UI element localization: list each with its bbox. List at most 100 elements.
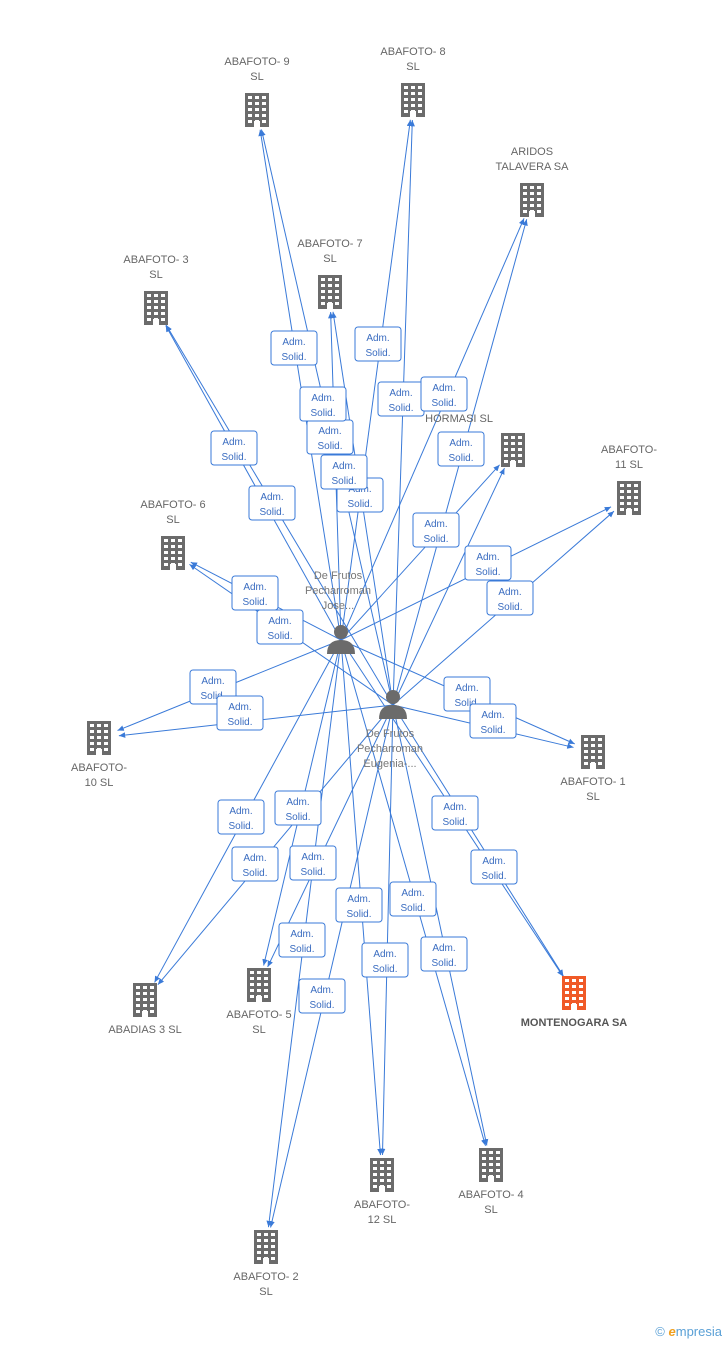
edge-eugenia-abafoto2 <box>269 704 394 1228</box>
edge-label[interactable]: Adm.Solid. <box>361 942 409 978</box>
company-label: SL <box>323 253 336 265</box>
copyright-symbol: © <box>655 1324 665 1339</box>
edge-label-box <box>217 799 265 835</box>
company-label: ABAFOTO- 3 <box>123 254 188 266</box>
edge-label-box <box>335 887 383 923</box>
edge-label-text: Adm. <box>401 888 424 899</box>
edge-label-text: Solid. <box>481 871 506 882</box>
building-icon <box>370 1158 394 1192</box>
company-node-abafoto11[interactable]: ABAFOTO-11 SL <box>601 444 657 515</box>
edge-label-text: Solid. <box>448 453 473 464</box>
person-icon <box>327 625 355 654</box>
edge-label[interactable]: Adm.Solid. <box>420 376 468 412</box>
edge-eugenia-abadias3 <box>157 704 394 986</box>
company-node-abadias3[interactable]: ABADIAS 3 SL <box>108 983 182 1036</box>
edge-label-text: Adm. <box>282 337 305 348</box>
company-node-abafoto3[interactable]: ABAFOTO- 3SL <box>123 254 189 325</box>
edge-label[interactable]: Adm.Solid. <box>248 485 296 521</box>
company-node-montenogara[interactable]: MONTENOGARA SA <box>521 976 628 1029</box>
edge-label-text: Adm. <box>290 929 313 940</box>
company-label: SL <box>586 791 599 803</box>
company-node-abafoto6[interactable]: ABAFOTO- 6 SL <box>140 499 206 570</box>
edge-label[interactable]: Adm.Solid. <box>306 419 354 455</box>
edge-label[interactable]: Adm.Solid. <box>289 845 337 881</box>
edge-label[interactable]: Adm.Solid. <box>320 454 368 490</box>
edge-label[interactable]: Adm.Solid. <box>412 512 460 548</box>
edge-label[interactable]: Adm.Solid. <box>443 676 491 712</box>
edge-label[interactable]: Adm.Solid. <box>231 575 279 611</box>
edge-label-box <box>470 849 518 885</box>
building-icon <box>254 1230 278 1264</box>
edge-label[interactable]: Adm.Solid. <box>298 978 346 1014</box>
edge-label[interactable]: Adm.Solid. <box>464 545 512 581</box>
edge-label-text: Adm. <box>243 582 266 593</box>
edge-label[interactable]: Adm.Solid. <box>389 881 437 917</box>
company-label: 10 SL <box>85 777 114 789</box>
company-node-abafoto9[interactable]: ABAFOTO- 9SL <box>224 56 290 127</box>
edge-label[interactable]: Adm.Solid. <box>216 695 264 731</box>
person-node-jose[interactable]: De FrutosPecharromanJose... <box>305 570 371 654</box>
edge-label-text: Solid. <box>281 352 306 363</box>
edge-label[interactable]: Adm.Solid. <box>437 431 485 467</box>
edge-label-box <box>231 575 279 611</box>
edge-label[interactable]: Adm.Solid. <box>469 703 517 739</box>
edge-label-text: Adm. <box>498 587 521 598</box>
company-label: ABAFOTO- 8 <box>380 46 445 58</box>
company-label: ABAFOTO- 5 <box>226 1009 291 1021</box>
edge-jose-hormasi <box>340 464 500 641</box>
company-node-abafoto5[interactable]: ABAFOTO- 5SL <box>226 968 292 1036</box>
edge-label-text: Adm. <box>222 437 245 448</box>
edge-label[interactable]: Adm.Solid. <box>217 799 265 835</box>
edge-label-text: Solid. <box>347 499 372 510</box>
company-node-abafoto7[interactable]: ABAFOTO- 7SL <box>297 238 363 309</box>
person-label: Pecharroman <box>357 743 423 755</box>
company-label: ABAFOTO- 4 <box>458 1189 523 1201</box>
edge-label-box <box>270 330 318 366</box>
edge-label-box <box>354 326 402 362</box>
company-node-abafoto1[interactable]: ABAFOTO- 1SL <box>560 735 626 803</box>
company-label: 11 SL <box>615 459 643 471</box>
company-node-abafoto8[interactable]: ABAFOTO- 8SL <box>380 46 446 117</box>
company-node-abafoto2[interactable]: ABAFOTO- 2SL <box>233 1230 299 1298</box>
person-icon <box>379 690 407 719</box>
edge-label-text: Solid. <box>365 348 390 359</box>
company-node-hormasi[interactable]: HORMASI SL <box>425 413 525 467</box>
edge-label[interactable]: Adm.Solid. <box>420 936 468 972</box>
edge-label-text: Adm. <box>311 393 334 404</box>
edge-label[interactable]: Adm.Solid. <box>335 887 383 923</box>
edge-label[interactable]: Adm.Solid. <box>470 849 518 885</box>
edge-label[interactable]: Adm. Solid. <box>486 580 534 616</box>
edge-label[interactable]: Adm.Solid. <box>299 386 347 422</box>
edge-label[interactable]: Adm.Solid. <box>354 326 402 362</box>
edge-label[interactable]: Adm. Solid. <box>278 922 326 958</box>
edge-label-text: Solid. <box>289 944 314 955</box>
edge-label[interactable]: Adm.Solid. <box>256 609 304 645</box>
company-node-abafoto10[interactable]: ABAFOTO-10 SL <box>71 721 127 789</box>
edge-label-box <box>443 676 491 712</box>
company-label: SL <box>166 514 179 526</box>
edge-label[interactable]: Adm.Solid. <box>231 846 279 882</box>
building-icon <box>520 183 544 217</box>
person-label: De Frutos <box>366 728 415 740</box>
company-node-abafoto4[interactable]: ABAFOTO- 4SL <box>458 1148 524 1216</box>
edge-label-text: Solid. <box>497 602 522 613</box>
building-icon <box>318 275 342 309</box>
edge-label[interactable]: Adm. Solid. <box>270 330 318 366</box>
edge-label[interactable]: Adm.Solid. <box>210 430 258 466</box>
company-label: ABAFOTO- 6 <box>140 499 205 511</box>
company-node-abafoto12[interactable]: ABAFOTO-12 SL <box>354 1158 410 1226</box>
edge-label-text: Adm. <box>432 943 455 954</box>
person-node-eugenia[interactable]: De FrutosPecharromanEugenia-... <box>357 690 423 770</box>
edge-label[interactable]: Adm.Solid. <box>377 381 425 417</box>
edge-jose-aridos <box>340 218 525 641</box>
edge-label[interactable]: Adm.Solid. <box>431 795 479 831</box>
edge-label-text: Adm. <box>424 519 447 530</box>
person-label: Jose... <box>322 600 354 612</box>
brand-logo-text: mpresia <box>675 1324 722 1339</box>
edge-label-box <box>486 580 534 616</box>
edge-label[interactable]: Adm.Solid. <box>274 790 322 826</box>
edge-label-text: Solid. <box>267 631 292 642</box>
edge-label-text: Solid. <box>227 717 252 728</box>
